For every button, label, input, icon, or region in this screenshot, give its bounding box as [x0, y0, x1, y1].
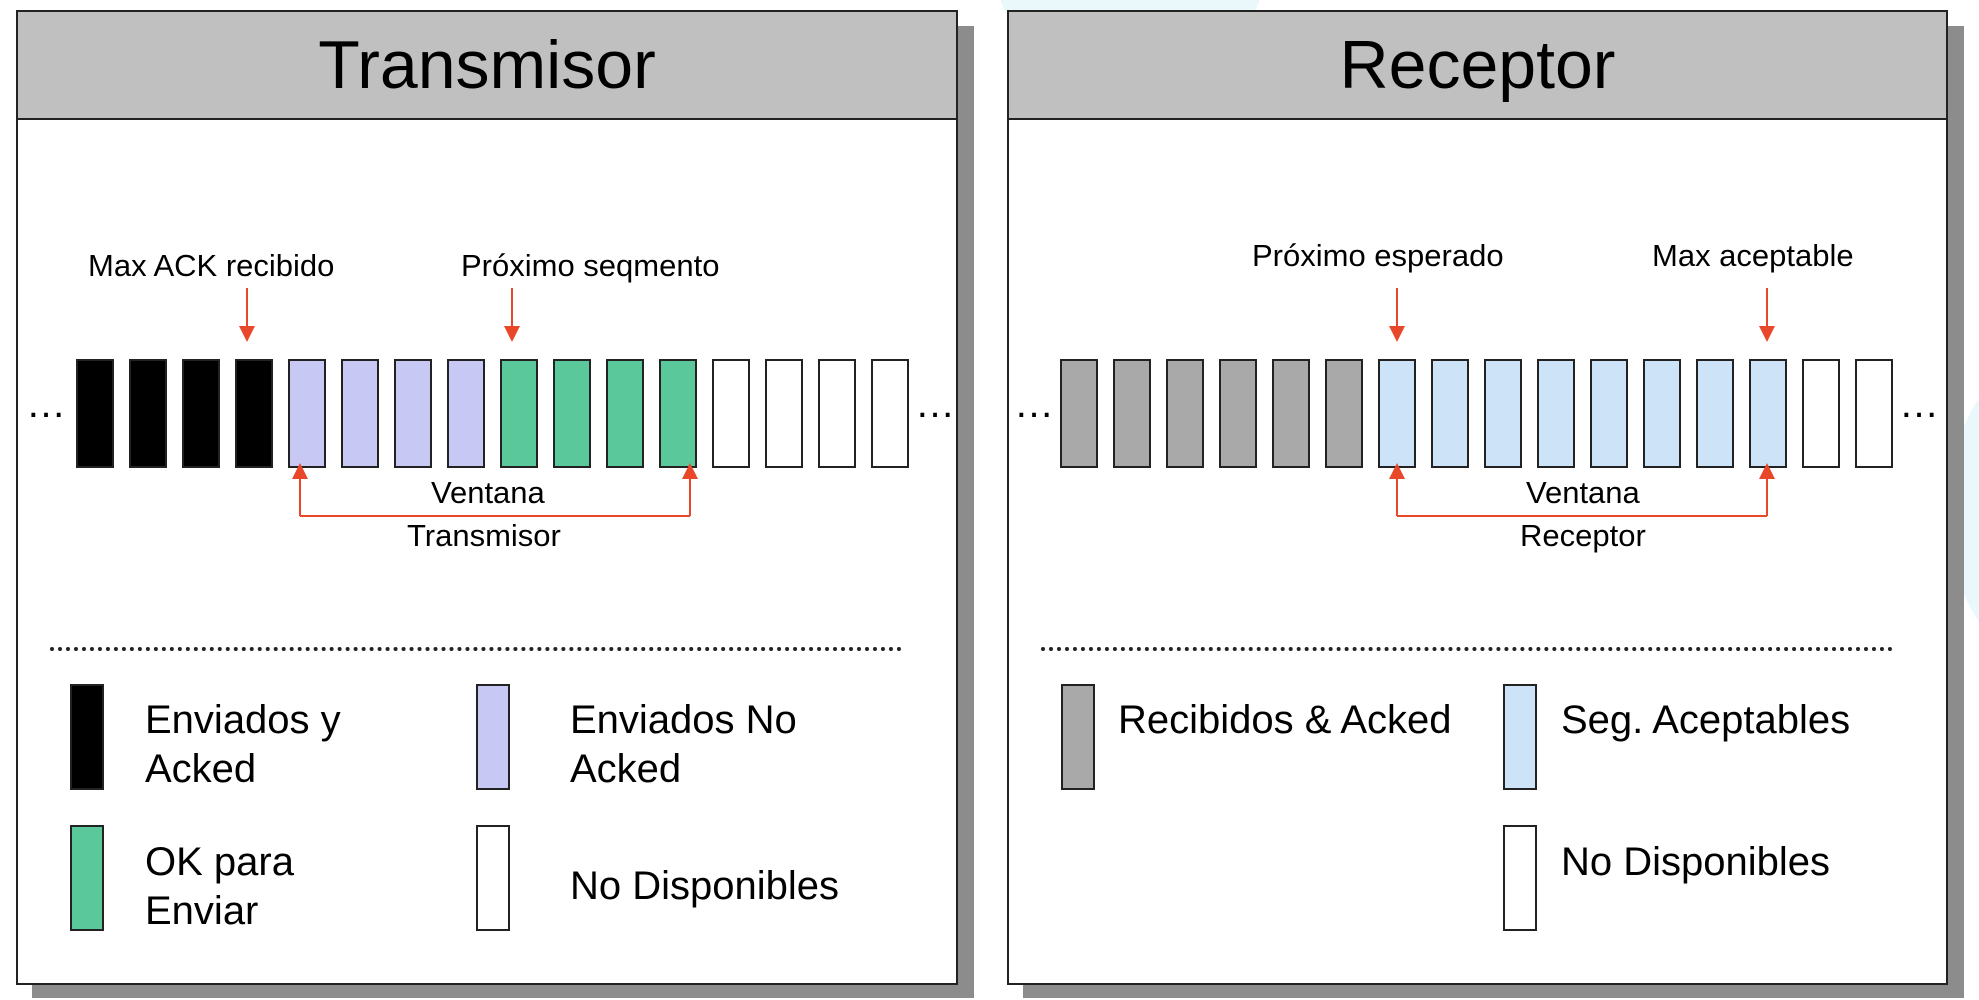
sequence-cell-light_blue	[1537, 359, 1575, 468]
receiver-window-bracket-right-head	[1759, 463, 1775, 479]
legend-received-acked: Recibidos & Acked	[1118, 698, 1452, 742]
arrow-max-acceptable-head	[1759, 326, 1775, 342]
legend-swatch-gray	[1061, 684, 1095, 790]
receiver-window-bracket-left-head	[1389, 463, 1405, 479]
label-next-segment: Próximo seqmento	[461, 248, 720, 283]
legend-ok-to-send-line2: Enviar	[145, 889, 259, 933]
sequence-cell-light_blue	[1749, 359, 1787, 468]
sequence-cell-lavender	[447, 359, 485, 468]
legend-swatch-black	[70, 684, 104, 790]
receiver-window-label-line2: Receptor	[1520, 518, 1646, 553]
sequence-cell-gray	[1113, 359, 1151, 468]
receiver-ellipsis-right: …	[1899, 382, 1940, 426]
transmitter-window-label-line2: Transmisor	[407, 518, 561, 553]
sequence-cell-white	[1855, 359, 1893, 468]
transmitter-window-bracket-left-head	[292, 463, 308, 479]
sequence-cell-white	[818, 359, 856, 468]
sequence-cell-black	[129, 359, 167, 468]
transmitter-ellipsis-right: …	[915, 382, 956, 426]
receiver-panel: Receptor … … Próximo esperado Max acepta…	[1007, 10, 1948, 985]
transmitter-title: Transmisor	[18, 12, 956, 120]
label-max-ack-received: Max ACK recibido	[88, 248, 335, 283]
sequence-cell-green	[553, 359, 591, 468]
sequence-cell-light_blue	[1643, 359, 1681, 468]
receiver-title: Receptor	[1009, 12, 1946, 120]
sequence-cell-black	[76, 359, 114, 468]
label-max-acceptable: Max aceptable	[1652, 238, 1854, 273]
label-next-expected: Próximo esperado	[1252, 238, 1504, 273]
transmitter-panel: Transmisor … … Max ACK recibido Próximo …	[16, 10, 958, 985]
legend-swatch-white	[1503, 825, 1537, 931]
sequence-cell-green	[606, 359, 644, 468]
arrow-next-segment-head	[504, 326, 520, 342]
transmitter-window-label-line1: Ventana	[431, 475, 545, 510]
legend-sent-acked-line1: Enviados y	[145, 698, 341, 742]
transmitter-window-bracket-right-head	[682, 463, 698, 479]
receiver-ellipsis-left: …	[1014, 382, 1055, 426]
sequence-cell-light_blue	[1484, 359, 1522, 468]
sequence-cell-gray	[1272, 359, 1310, 468]
legend-ok-to-send-line1: OK para	[145, 840, 294, 884]
legend-acceptable-segments: Seg. Aceptables	[1561, 698, 1851, 742]
sequence-cell-gray	[1219, 359, 1257, 468]
legend-sent-acked-line2: Acked	[145, 747, 257, 791]
sequence-cell-light_blue	[1696, 359, 1734, 468]
arrow-next-expected-head	[1389, 326, 1405, 342]
legend-swatch-white	[476, 825, 510, 931]
legend-unavailable: No Disponibles	[570, 864, 840, 908]
receiver-legend-divider	[1041, 647, 1893, 651]
sequence-cell-white	[1802, 359, 1840, 468]
arrow-max-ack-head	[239, 326, 255, 342]
sequence-cell-light_blue	[1431, 359, 1469, 468]
sequence-cell-gray	[1166, 359, 1204, 468]
sequence-cell-gray	[1325, 359, 1363, 468]
sequence-cell-black	[235, 359, 273, 468]
sequence-cell-black	[182, 359, 220, 468]
sequence-cell-white	[871, 359, 909, 468]
sequence-cell-lavender	[288, 359, 326, 468]
sequence-cell-light_blue	[1590, 359, 1628, 468]
sequence-cell-gray	[1060, 359, 1098, 468]
transmitter-legend-divider	[50, 647, 902, 651]
sequence-cell-green	[659, 359, 697, 468]
legend-sent-not-acked-line2: Acked	[570, 747, 682, 791]
sequence-cell-lavender	[394, 359, 432, 468]
receiver-window-label-line1: Ventana	[1526, 475, 1640, 510]
legend-swatch-green	[70, 825, 104, 931]
sequence-cell-green	[500, 359, 538, 468]
sequence-cell-lavender	[341, 359, 379, 468]
sequence-cell-white	[712, 359, 750, 468]
legend-sent-not-acked-line1: Enviados No	[570, 698, 797, 742]
sequence-cell-white	[765, 359, 803, 468]
legend-swatch-lavender	[476, 684, 510, 790]
legend-unavailable: No Disponibles	[1561, 840, 1831, 884]
transmitter-ellipsis-left: …	[26, 382, 67, 426]
legend-swatch-light-blue	[1503, 684, 1537, 790]
